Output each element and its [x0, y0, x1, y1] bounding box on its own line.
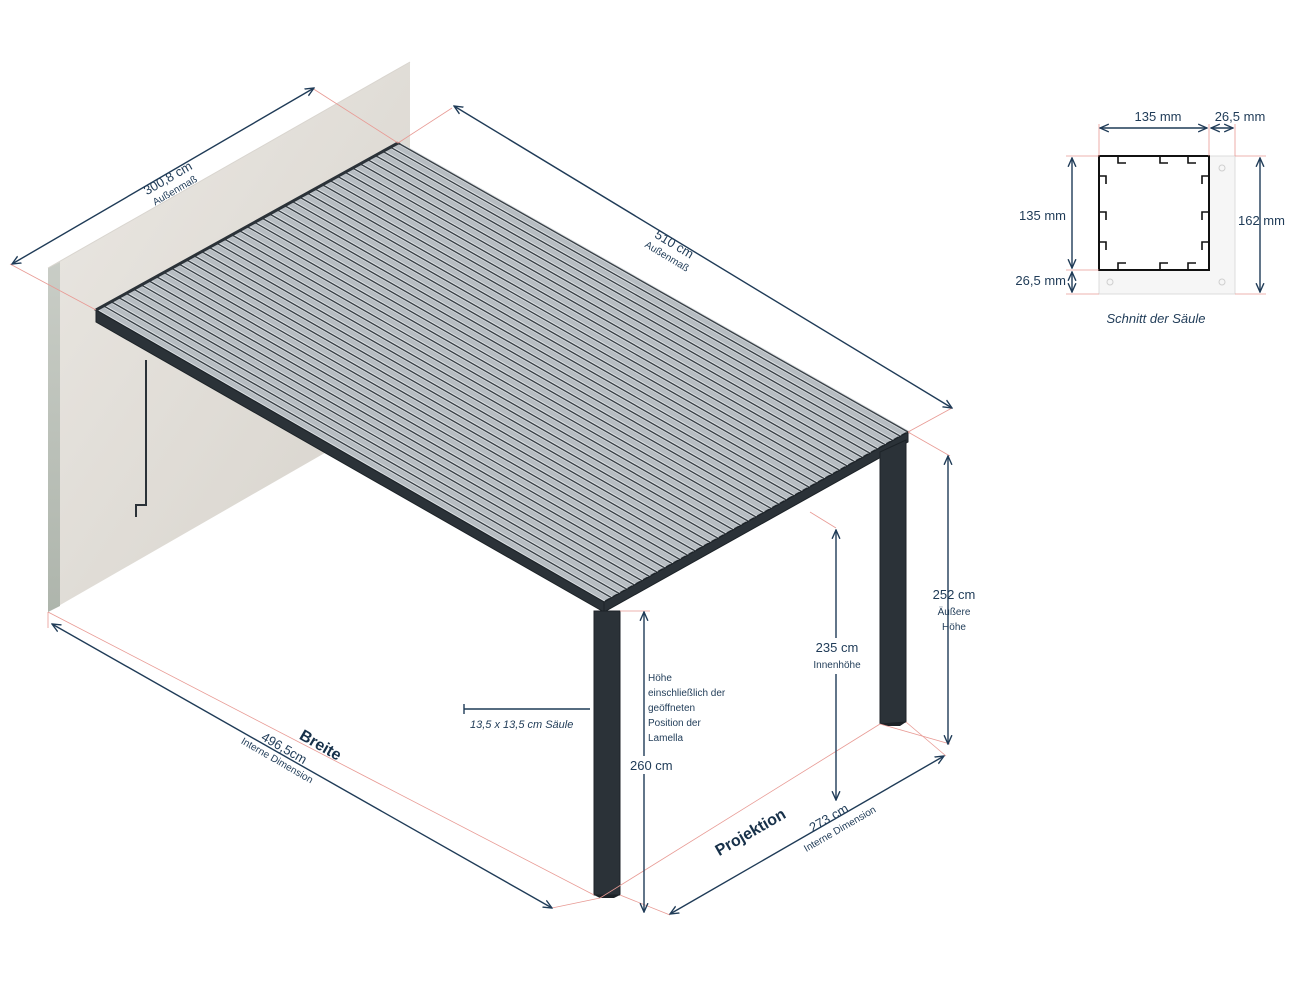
dimline-width-outer — [12, 88, 314, 264]
roof-slat — [125, 292, 635, 586]
section-caption: Schnitt der Säule — [1106, 311, 1205, 326]
roof-slat — [133, 288, 643, 582]
dimline-projektion — [670, 756, 944, 914]
roof-slat — [110, 301, 620, 595]
downpipe — [135, 360, 147, 517]
label-projektion: Projektion 273 cm Interne Dimension — [713, 801, 878, 860]
outer-height-sub2: Höhe — [942, 622, 966, 633]
dimline-depth-outer — [454, 106, 952, 408]
label-inner-height: 235 cm Innenhöhe — [806, 638, 868, 674]
inner-height-sub: Innenhöhe — [813, 660, 861, 671]
post-section: 135 mm 26,5 mm 135 mm 26,5 mm 162 mm Sch… — [1015, 109, 1285, 326]
outer-height-sub1: Äußere — [938, 606, 971, 618]
total-height-line-5: Lamella — [648, 733, 683, 744]
roof-slat — [171, 267, 681, 561]
total-height-line-2: einschließlich der — [648, 688, 726, 699]
roof-slat — [140, 284, 650, 578]
dimline-breite — [52, 624, 552, 908]
label-total-height: Höhe einschließlich der geöffneten Posit… — [626, 673, 726, 774]
total-height-line-3: geöffneten — [648, 703, 695, 714]
pergola-posts — [593, 439, 907, 898]
section-top-b: 26,5 mm — [1215, 109, 1266, 124]
post-size-label: 13,5 x 13,5 cm Säule — [470, 719, 573, 731]
section-top-a: 135 mm — [1135, 109, 1182, 124]
roof-slat — [178, 263, 688, 556]
roof-slat — [118, 296, 628, 590]
inner-height-value: 235 cm — [816, 640, 859, 655]
roof-slat — [148, 280, 658, 573]
post-section-profile — [1100, 157, 1208, 269]
label-outer-height: 252 cm Äußere Höhe — [933, 587, 976, 633]
roof-slat — [156, 275, 666, 569]
roof-slat — [163, 271, 673, 565]
total-height-value: 260 cm — [630, 758, 673, 773]
roof-slat — [103, 305, 612, 599]
section-left-b: 26,5 mm — [1015, 273, 1066, 288]
total-height-line-1: Höhe — [648, 673, 672, 684]
label-depth-outer: 510 cm Außenmaß — [643, 227, 697, 275]
total-height-line-4: Position der — [648, 718, 701, 729]
roof-slat — [193, 255, 704, 548]
label-breite: Breite 496,5cm Interne Dimension — [239, 727, 344, 786]
section-right: 162 mm — [1238, 213, 1285, 228]
outer-height-value: 252 cm — [933, 587, 976, 602]
roof-slat — [186, 259, 696, 552]
section-left-a: 135 mm — [1019, 208, 1066, 223]
